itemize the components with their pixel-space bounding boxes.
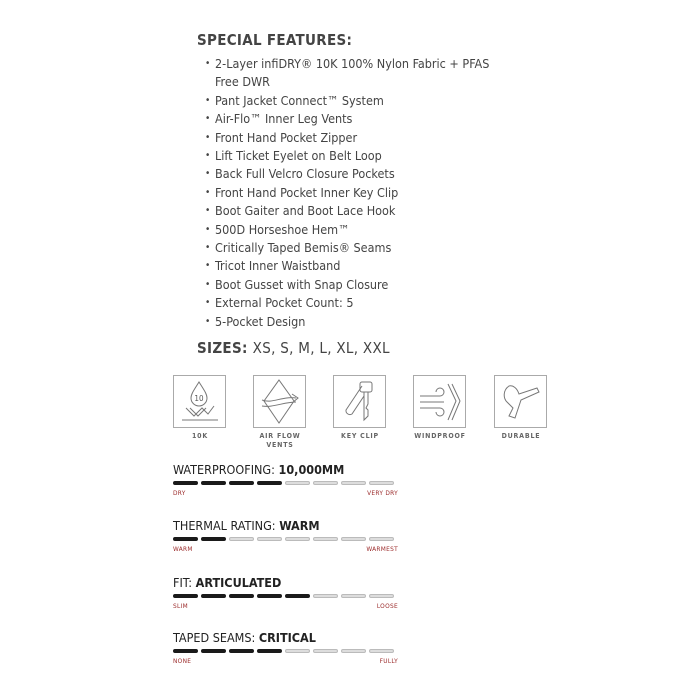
sizes-value: XS, S, M, L, XL, XXL [252, 339, 390, 357]
rating-segment-empty [257, 537, 282, 541]
rating-label: TAPED SEAMS: [173, 630, 256, 645]
rating-label: WATERPROOFING: [173, 462, 275, 477]
feature-icon-windproof: WINDPROOF [413, 375, 493, 441]
icon-label: 10K [191, 432, 209, 440]
rating-segment-empty [313, 649, 338, 653]
rating-segment-filled [229, 481, 254, 485]
rating-bar [173, 481, 398, 485]
rating-segment-filled [257, 594, 282, 598]
rating-max-label: WARMEST [366, 545, 398, 553]
rating-segment-empty [341, 481, 366, 485]
rating-title: FIT: ARTICULATED [173, 575, 398, 590]
rating-segment-empty [285, 537, 310, 541]
rating-value: ARTICULATED [195, 575, 282, 590]
durable-hammer-icon [503, 385, 540, 419]
rating-bar [173, 537, 398, 541]
rating-min-label: WARM [173, 545, 193, 553]
rating-title: WATERPROOFING: 10,000MM [173, 462, 398, 477]
rating-segment-empty [369, 481, 394, 485]
sizes: SIZES: XS, S, M, L, XL, XXL [197, 339, 390, 357]
special-features-heading: SPECIAL FEATURES: [197, 31, 353, 49]
rating-segment-filled [229, 594, 254, 598]
feature-item: Air-Flo™ Inner Leg Vents [205, 110, 515, 129]
feature-item: Front Hand Pocket Zipper [205, 129, 515, 148]
rating-value: 10,000MM [278, 462, 345, 477]
feature-item: 500D Horseshoe Hem™ [205, 221, 515, 240]
feature-item: 2-Layer infiDRY® 10K 100% Nylon Fabric +… [205, 55, 515, 92]
feature-item: Front Hand Pocket Inner Key Clip [205, 184, 515, 203]
icon-label: DURABLE [501, 432, 541, 440]
icon-label: WINDPROOF [414, 432, 466, 440]
rating-min-label: SLIM [173, 602, 188, 610]
rating-segment-empty [369, 537, 394, 541]
rating-segment-empty [285, 481, 310, 485]
feature-item: Lift Ticket Eyelet on Belt Loop [205, 147, 515, 166]
feature-item: Back Full Velcro Closure Pockets [205, 165, 515, 184]
rating-segment-filled [257, 649, 282, 653]
sizes-label: SIZES: [197, 339, 248, 357]
rating-segment-empty [369, 594, 394, 598]
rating-segment-empty [341, 537, 366, 541]
rating-title: TAPED SEAMS: CRITICAL [173, 630, 398, 645]
features-list: 2-Layer infiDRY® 10K 100% Nylon Fabric +… [205, 55, 515, 332]
feature-item: External Pocket Count: 5 [205, 294, 515, 313]
rating-max-label: VERY DRY [367, 489, 398, 497]
rating-value: CRITICAL [258, 630, 316, 645]
rating-segment-filled [201, 537, 226, 541]
rating-segment-filled [173, 649, 198, 653]
rating-segment-empty [313, 594, 338, 598]
waterproof-10k-icon: 10 [182, 381, 218, 421]
feature-item: Boot Gaiter and Boot Lace Hook [205, 202, 515, 221]
key-clip-icon [345, 381, 373, 422]
rating-segment-filled [201, 649, 226, 653]
feature-item: Pant Jacket Connect™ System [205, 92, 515, 111]
rating-segment-filled [201, 594, 226, 598]
feature-icon-key-clip: KEY CLIP [333, 375, 413, 441]
rating-taped-seams: TAPED SEAMS: CRITICAL NONE FULLY [173, 630, 398, 665]
rating-min-label: NONE [173, 657, 192, 665]
rating-segment-filled [285, 594, 310, 598]
feature-item: Critically Taped Bemis® Seams [205, 239, 515, 258]
rating-segment-filled [173, 537, 198, 541]
air-flow-vents-icon [261, 379, 299, 424]
feature-icon-air-flow: AIR FLOW VENTS [253, 375, 333, 450]
rating-waterproofing: WATERPROOFING: 10,000MM DRY VERY DRY [173, 462, 398, 497]
rating-bar [173, 594, 398, 598]
rating-segment-empty [341, 594, 366, 598]
rating-segment-filled [201, 481, 226, 485]
windproof-icon [420, 383, 461, 421]
feature-item: 5-Pocket Design [205, 313, 515, 332]
rating-value: WARM [279, 518, 320, 533]
rating-title: THERMAL RATING: WARM [173, 518, 398, 533]
rating-bar [173, 649, 398, 653]
feature-icon-durable: DURABLE [494, 375, 574, 441]
svg-text:10: 10 [194, 394, 204, 403]
feature-item: Tricot Inner Waistband [205, 257, 515, 276]
icon-label: AIR FLOW VENTS [259, 432, 301, 449]
feature-icon-10k: 10 10K [173, 375, 253, 441]
rating-max-label: LOOSE [376, 602, 398, 610]
rating-label: THERMAL RATING: [173, 518, 276, 533]
rating-segment-empty [229, 537, 254, 541]
rating-segment-empty [285, 649, 310, 653]
rating-fit: FIT: ARTICULATED SLIM LOOSE [173, 575, 398, 610]
feature-item: Boot Gusset with Snap Closure [205, 276, 515, 295]
rating-segment-empty [341, 649, 366, 653]
rating-max-label: FULLY [379, 657, 398, 665]
rating-segment-empty [313, 481, 338, 485]
rating-segment-filled [257, 481, 282, 485]
rating-segment-filled [229, 649, 254, 653]
icon-label: KEY CLIP [341, 432, 379, 440]
rating-label: FIT: [173, 575, 193, 590]
rating-segment-filled [173, 481, 198, 485]
rating-thermal-rating: THERMAL RATING: WARM WARM WARMEST [173, 518, 398, 553]
rating-segment-empty [313, 537, 338, 541]
rating-min-label: DRY [173, 489, 186, 497]
rating-segment-filled [173, 594, 198, 598]
rating-segment-empty [369, 649, 394, 653]
